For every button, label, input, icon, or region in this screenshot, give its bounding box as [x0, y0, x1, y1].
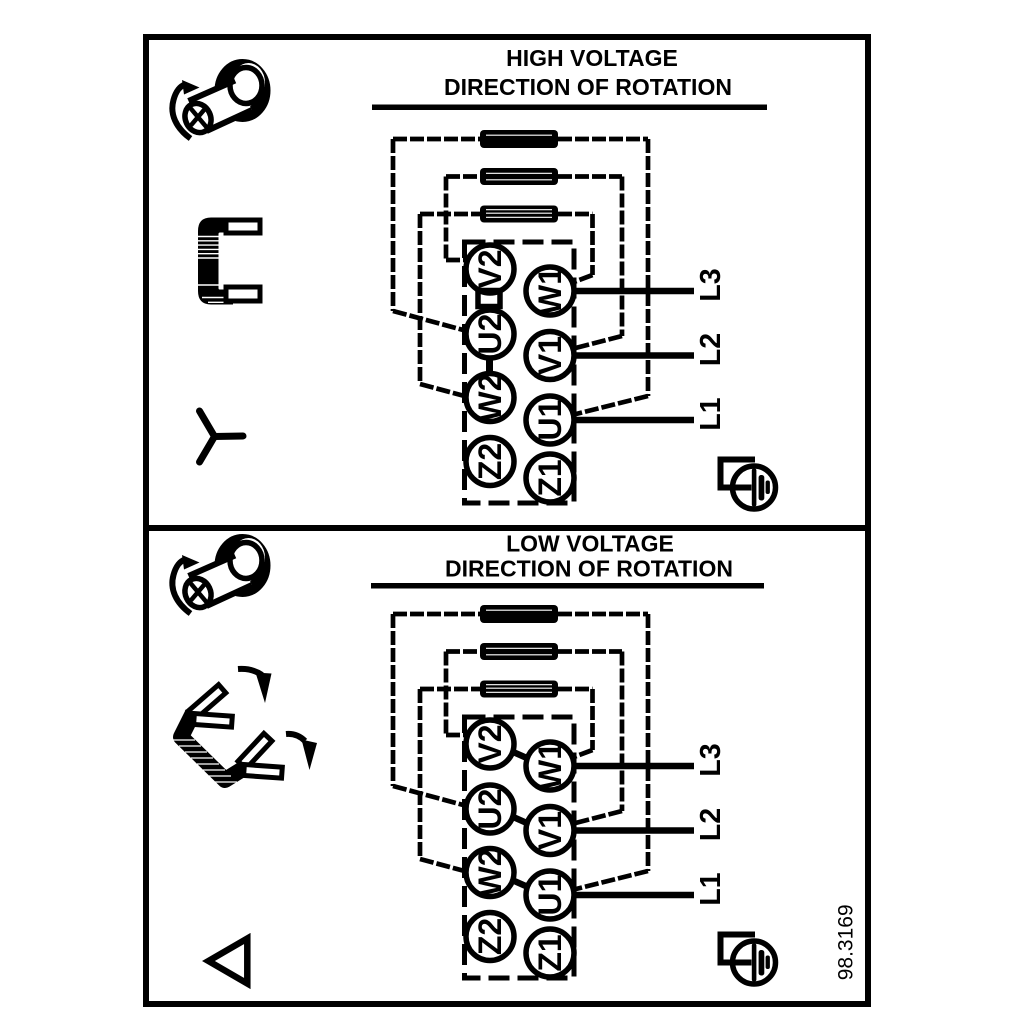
svg-text:98.3169: 98.3169 [835, 904, 858, 980]
svg-text:LOW VOLTAGE: LOW VOLTAGE [506, 531, 674, 557]
svg-text:HIGH VOLTAGE: HIGH VOLTAGE [506, 45, 678, 71]
svg-text:DIRECTION OF ROTATION: DIRECTION OF ROTATION [444, 74, 732, 100]
svg-text:DIRECTION OF ROTATION: DIRECTION OF ROTATION [445, 556, 733, 582]
